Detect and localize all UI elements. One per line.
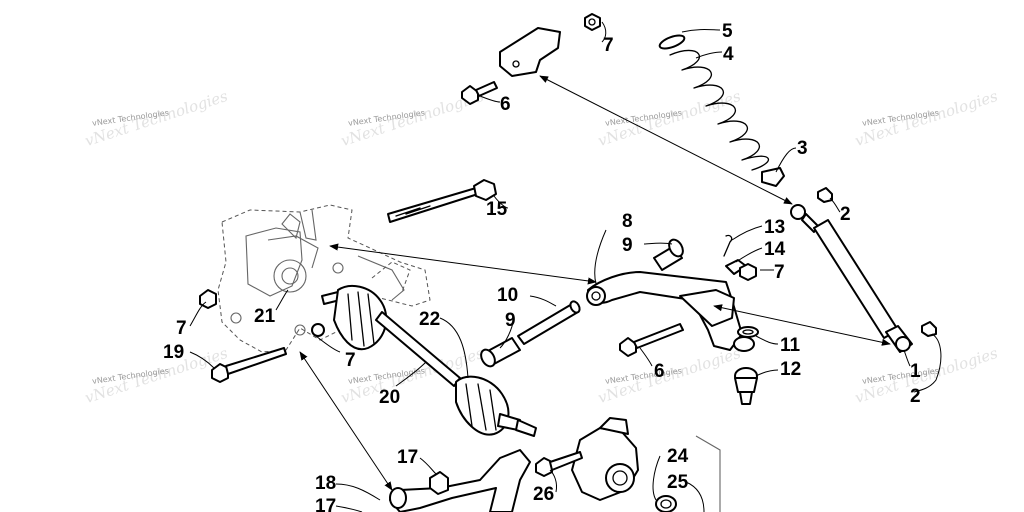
callout-15: 15 bbox=[486, 199, 508, 220]
callout-labels: 1 2 2 3 4 5 6 6 7 7 7 7 8 9 9 10 11 12 1… bbox=[163, 21, 921, 512]
shock-absorber bbox=[790, 204, 913, 353]
ball-joint bbox=[734, 367, 758, 405]
washer bbox=[311, 323, 325, 337]
callout-25: 25 bbox=[667, 472, 689, 493]
callout-17: 17 bbox=[315, 496, 336, 512]
leader-lines bbox=[189, 21, 942, 512]
callout-5: 5 bbox=[722, 21, 733, 42]
callout-2: 2 bbox=[840, 204, 851, 225]
callout-7: 7 bbox=[345, 350, 356, 371]
callout-10: 10 bbox=[497, 285, 518, 306]
callout-6: 6 bbox=[500, 94, 511, 115]
callout-7: 7 bbox=[176, 318, 187, 339]
cotter-pin bbox=[723, 234, 733, 257]
pivot-bushing bbox=[653, 238, 684, 271]
upper-shock-bracket bbox=[499, 27, 561, 77]
callout-18: 18 bbox=[315, 473, 336, 494]
callout-20: 20 bbox=[379, 387, 400, 408]
callout-2: 2 bbox=[910, 386, 921, 407]
callout-19: 19 bbox=[163, 342, 184, 363]
spring-retainer-bottom bbox=[761, 167, 785, 187]
pivot-shaft bbox=[517, 300, 581, 345]
assembly-arrows bbox=[299, 75, 891, 491]
callout-26: 26 bbox=[533, 484, 554, 505]
bushing bbox=[429, 471, 449, 495]
callout-9: 9 bbox=[505, 310, 516, 331]
callout-22: 22 bbox=[419, 309, 440, 330]
pivot-bushing bbox=[480, 337, 521, 368]
nut bbox=[584, 13, 601, 31]
callout-3: 3 bbox=[797, 138, 808, 159]
spring-retainer-top bbox=[658, 34, 686, 50]
bolt bbox=[461, 81, 498, 105]
callout-13: 13 bbox=[764, 217, 785, 238]
nut bbox=[739, 263, 757, 281]
callout-9: 9 bbox=[622, 235, 633, 256]
drive-axle bbox=[321, 284, 537, 437]
upper-a-arm bbox=[586, 271, 755, 352]
bushing bbox=[921, 321, 937, 337]
callout-24: 24 bbox=[667, 446, 689, 467]
lower-a-arm bbox=[389, 449, 531, 512]
steering-knuckle bbox=[571, 417, 721, 512]
callout-17: 17 bbox=[397, 447, 418, 468]
callout-7: 7 bbox=[603, 35, 614, 56]
long-bolt bbox=[387, 179, 497, 223]
callout-7: 7 bbox=[774, 262, 785, 283]
retaining-ring bbox=[737, 326, 759, 338]
callout-21: 21 bbox=[254, 306, 276, 327]
wheel-bearing bbox=[655, 495, 677, 512]
callout-12: 12 bbox=[780, 359, 801, 380]
bolt bbox=[211, 347, 287, 383]
callout-14: 14 bbox=[764, 239, 786, 260]
callout-1: 1 bbox=[910, 361, 921, 382]
callout-11: 11 bbox=[780, 335, 801, 356]
callout-8: 8 bbox=[622, 211, 633, 232]
bushing bbox=[817, 187, 833, 203]
bolt bbox=[619, 323, 684, 357]
callout-6: 6 bbox=[654, 361, 665, 382]
callout-4: 4 bbox=[723, 44, 734, 65]
